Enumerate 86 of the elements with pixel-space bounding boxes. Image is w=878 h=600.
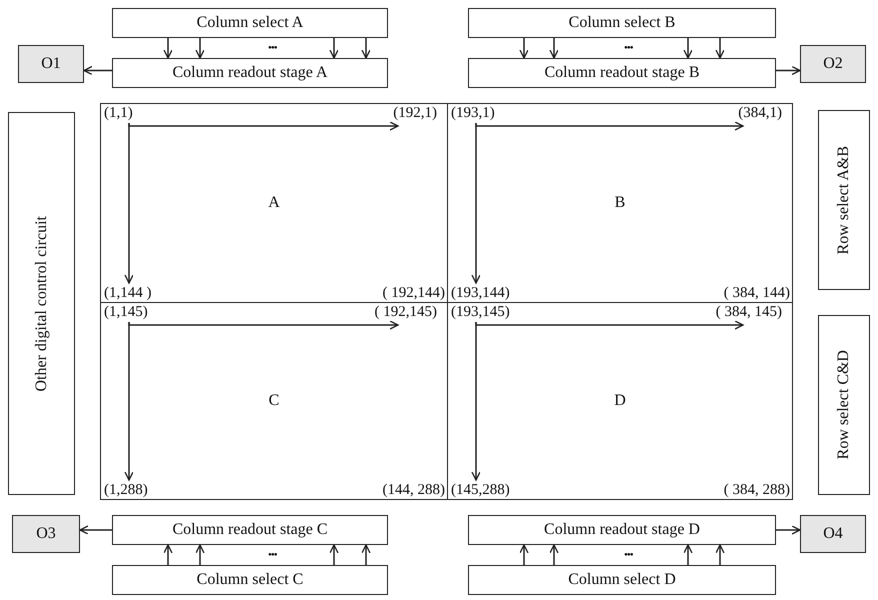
column-select-block: [112, 565, 388, 595]
control-block: [8, 112, 75, 495]
pixel-array-quadrant: [447, 302, 793, 500]
arrow: [549, 38, 559, 59]
scan-arrow: [124, 322, 134, 481]
arrow: [163, 544, 173, 565]
pixel-coordinate: (1,144 ): [104, 284, 152, 302]
column-select-block: [468, 565, 776, 595]
pixel-coordinate: (193,144): [451, 284, 510, 302]
pixel-coordinate: ( 384, 145): [716, 303, 782, 321]
output-pad: [18, 45, 84, 83]
block-label: Column select D: [568, 571, 676, 589]
block-label: Column select A: [196, 14, 304, 32]
pixel-coordinate: (1,145): [104, 303, 148, 321]
quadrant-label: C: [268, 392, 280, 410]
pixel-array-quadrant: [100, 302, 448, 500]
ellipsis: •••: [268, 550, 277, 561]
pixel-coordinate: ( 192,145): [374, 303, 437, 321]
arrow: [361, 544, 371, 565]
block-label: O3: [36, 525, 56, 543]
pixel-coordinate: (145,288): [451, 481, 510, 499]
arrow: [776, 525, 801, 535]
scan-arrow: [124, 123, 134, 284]
output-pad: [800, 515, 866, 553]
block-label: Other digital control circuit: [32, 216, 50, 392]
pixel-coordinate: (193,145): [451, 303, 510, 321]
arrow: [519, 544, 529, 565]
scan-arrow: [475, 320, 744, 330]
block-label: O4: [823, 525, 843, 543]
arrow: [195, 38, 205, 59]
column-select-block: [468, 8, 776, 38]
ellipsis: •••: [624, 550, 633, 561]
readout-stage-block: [112, 58, 388, 88]
arrow: [776, 66, 801, 76]
block-label: Row select C&D: [835, 350, 853, 460]
pixel-coordinate: (1,288): [104, 481, 148, 499]
arrow: [329, 38, 339, 59]
block-label: O2: [823, 55, 843, 73]
control-block: [818, 110, 870, 290]
pixel-coordinate: (384,1): [738, 104, 782, 122]
quadrant-label: A: [268, 194, 280, 212]
quadrant-label: D: [614, 392, 626, 410]
scan-arrow: [471, 322, 481, 481]
scan-arrow: [475, 121, 744, 131]
pixel-coordinate: ( 192,144): [382, 284, 445, 302]
readout-stage-block: [468, 58, 776, 88]
pixel-coordinate: (1,1): [104, 104, 133, 122]
arrow: [329, 544, 339, 565]
ellipsis: •••: [268, 43, 277, 54]
block-label: Column select C: [196, 571, 304, 589]
readout-stage-block: [112, 515, 388, 545]
block-label: O1: [41, 55, 61, 73]
ellipsis: •••: [624, 43, 633, 54]
block-label: Column readout stage D: [544, 521, 700, 539]
control-block: [818, 315, 870, 495]
arrow: [163, 38, 173, 59]
pixel-coordinate: (193,1): [451, 104, 495, 122]
block-label: Row select A&B: [835, 146, 853, 254]
block-label: Column readout stage A: [172, 64, 328, 82]
pixel-coordinate: (144, 288): [382, 481, 445, 499]
arrow: [195, 544, 205, 565]
scan-arrow: [128, 121, 399, 131]
block-label: Column select B: [568, 14, 676, 32]
pixel-coordinate: ( 384, 288): [724, 481, 790, 499]
arrow: [683, 544, 693, 565]
pixel-coordinate: (192,1): [393, 104, 437, 122]
arrow: [361, 38, 371, 59]
output-pad: [12, 515, 80, 553]
arrow: [79, 525, 112, 535]
arrow: [683, 38, 693, 59]
block-label: Column readout stage B: [544, 64, 700, 82]
arrow: [715, 544, 725, 565]
column-select-block: [112, 8, 388, 38]
readout-stage-block: [468, 515, 776, 545]
arrow: [549, 544, 559, 565]
arrow: [519, 38, 529, 59]
arrow: [83, 66, 112, 76]
scan-arrow: [471, 123, 481, 284]
pixel-array-quadrant: [100, 103, 448, 303]
block-label: Column readout stage C: [172, 521, 328, 539]
pixel-array-quadrant: [447, 103, 793, 303]
pixel-coordinate: ( 384, 144): [724, 284, 790, 302]
quadrant-label: B: [614, 194, 626, 212]
scan-arrow: [128, 320, 399, 330]
arrow: [715, 38, 725, 59]
output-pad: [800, 45, 866, 83]
